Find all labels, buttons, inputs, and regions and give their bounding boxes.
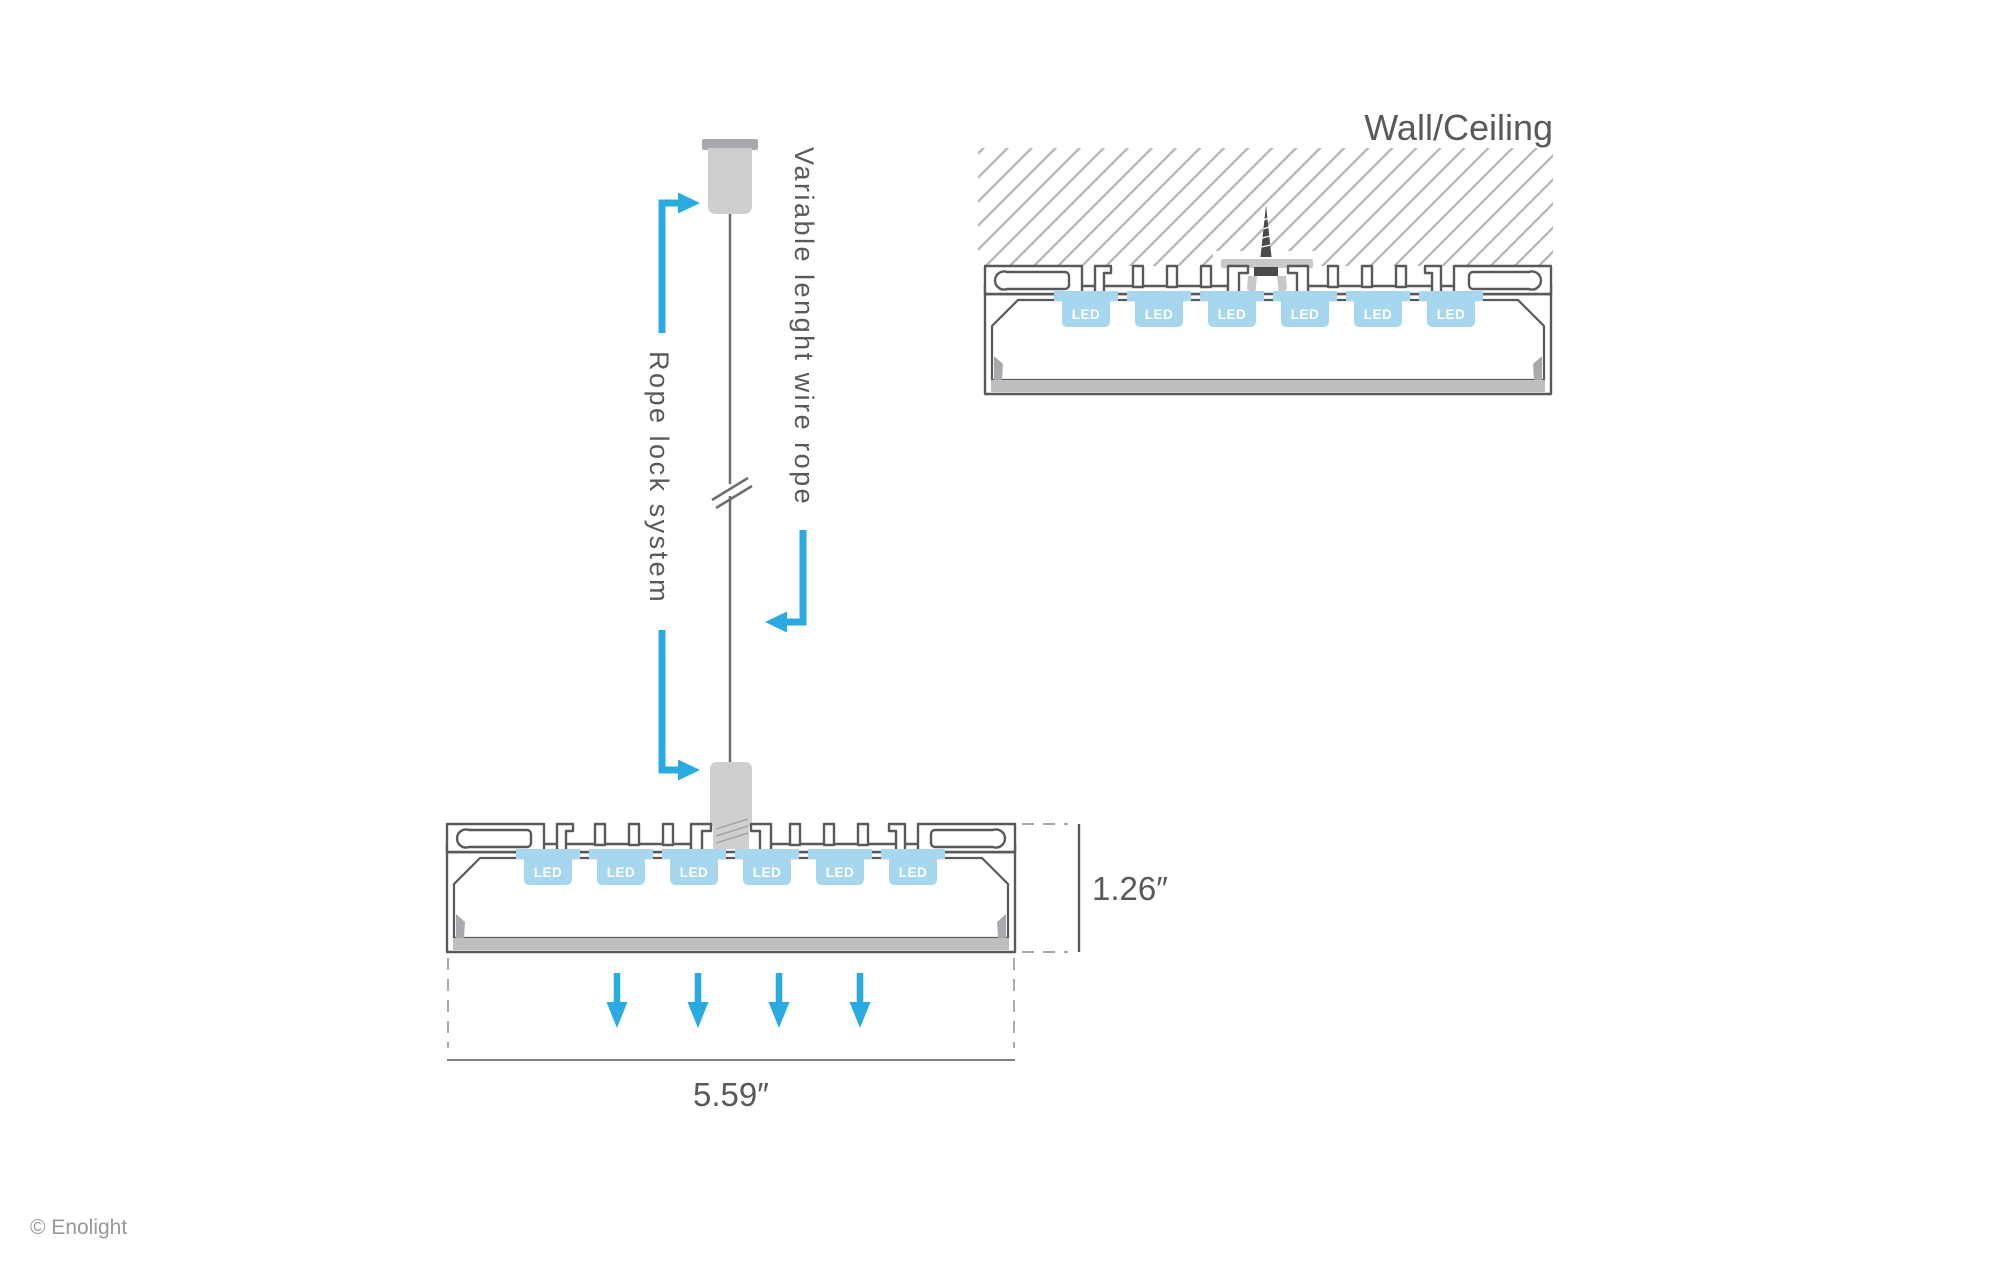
suspension-cap [702,139,758,214]
led-module: LED [1054,291,1118,327]
wire-break-icon [711,476,753,510]
led-module: LED [735,849,799,885]
led-label: LED [1218,307,1247,322]
led-module: LED [1346,291,1410,327]
arrow-down-icon [687,1002,709,1028]
arrow-right-icon [678,192,700,214]
rope-lock-arrow-top [658,199,680,333]
rope-lock-arrow-bottom [658,630,680,774]
led-module: LED [662,849,726,885]
led-label: LED [1291,307,1320,322]
arrow-left-icon [765,611,787,633]
led-module: LED [808,849,872,885]
height-dim-label: 1.26″ [1092,870,1168,907]
screw-channel-left [983,264,1084,296]
diffuser-clip [994,356,1003,380]
led-label: LED [534,865,563,880]
diffuser [991,380,1545,392]
wire-rope-arrow [785,530,807,626]
led-label: LED [607,865,636,880]
rope-gripper [710,762,752,849]
screw-channel-right [916,822,1017,854]
led-module: LED [1419,291,1483,327]
ceiling-figure: Wall/Ceiling [978,107,1553,396]
arrow-down-icon [606,1002,628,1028]
led-label: LED [680,865,709,880]
wire-rope-callout: Variable lenght wire rope [765,147,819,633]
led-module: LED [1273,291,1337,327]
led-label: LED [1072,307,1101,322]
wall-ceiling-title: Wall/Ceiling [1364,107,1553,148]
wire-rope-label: Variable lenght wire rope [789,147,819,506]
screw-head [1254,267,1278,276]
screw-icon [1260,205,1272,257]
led-label: LED [1145,307,1174,322]
height-dimension: 1.26″ [1022,823,1168,953]
led-label: LED [1364,307,1393,322]
rope-lock-callout: Rope lock system [644,192,700,781]
diffuser-clip [456,914,465,938]
heatsink-fins [555,822,907,854]
light-direction-arrows [606,973,871,1028]
diffuser [453,938,1009,950]
led-label: LED [826,865,855,880]
arrow-down-icon [768,1002,790,1028]
ceiling-profile: LED LED LED LED LED [983,264,1553,396]
arrow-right-icon [678,759,700,781]
led-module: LED [589,849,653,885]
suspended-figure: LED LED LED LED LED [445,139,1168,1113]
copyright-text: © Enolight [30,1216,128,1239]
led-label: LED [899,865,928,880]
suspended-profile: LED LED LED LED LED [445,822,1017,954]
rope-lock-label: Rope lock system [644,351,674,604]
led-label: LED [753,865,782,880]
arrow-down-icon [849,1002,871,1028]
width-dimension: 5.59″ [447,958,1015,1113]
diffuser-clip [997,914,1006,938]
screw-channel-left [445,822,546,854]
led-module: LED [1200,291,1264,327]
led-module: LED [881,849,945,885]
led-module: LED [516,849,580,885]
led-label: LED [1437,307,1466,322]
led-module: LED [1127,291,1191,327]
diffuser-clip [1533,356,1542,380]
width-dim-label: 5.59″ [693,1076,769,1113]
screw-channel-right [1452,264,1553,296]
